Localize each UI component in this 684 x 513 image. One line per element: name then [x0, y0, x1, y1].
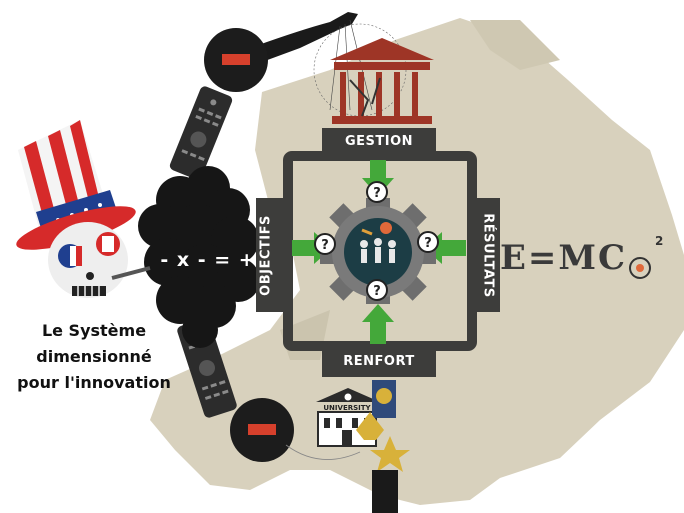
label-resultats: RÉSULTATS: [480, 213, 496, 298]
government-building-icon: [330, 38, 434, 124]
formula-text: E=MC: [500, 238, 628, 278]
formula-superscript: 2: [655, 234, 664, 248]
caption-line-1: Le Système: [41, 321, 147, 340]
question-mark-icon: ?: [417, 231, 439, 253]
question-mark-icon: ?: [366, 181, 388, 203]
university-sign: UNIVERSITY: [323, 404, 371, 412]
medal-icon: [356, 380, 410, 513]
diagram-frame: [256, 128, 500, 377]
formula-pictogram: [629, 257, 651, 279]
label-renfort: RENFORT: [343, 354, 415, 369]
caption: Le Système dimensionné pour l'innovation: [8, 318, 180, 396]
skull-icon: [48, 222, 151, 298]
smoke-cloud-icon: [138, 166, 260, 348]
remote-control-icon: [169, 86, 233, 180]
operators-text: - x - = +: [160, 249, 256, 271]
label-gestion: GESTION: [344, 134, 414, 149]
label-objectifs: OBJECTIFS: [258, 215, 274, 296]
question-mark-icon: ?: [366, 279, 388, 301]
svg-text:?: ?: [373, 284, 381, 299]
arrow-up: [362, 304, 394, 344]
top-disc-minus-bar: [222, 54, 250, 65]
svg-text:?: ?: [373, 186, 381, 201]
caption-line-3: pour l'innovation: [17, 373, 171, 392]
caption-line-2: dimensionné: [36, 347, 152, 366]
svg-text:?: ?: [321, 238, 329, 253]
bottom-disc-minus-bar: [248, 424, 276, 435]
question-mark-icon: ?: [314, 233, 336, 255]
svg-text:?: ?: [424, 236, 432, 251]
